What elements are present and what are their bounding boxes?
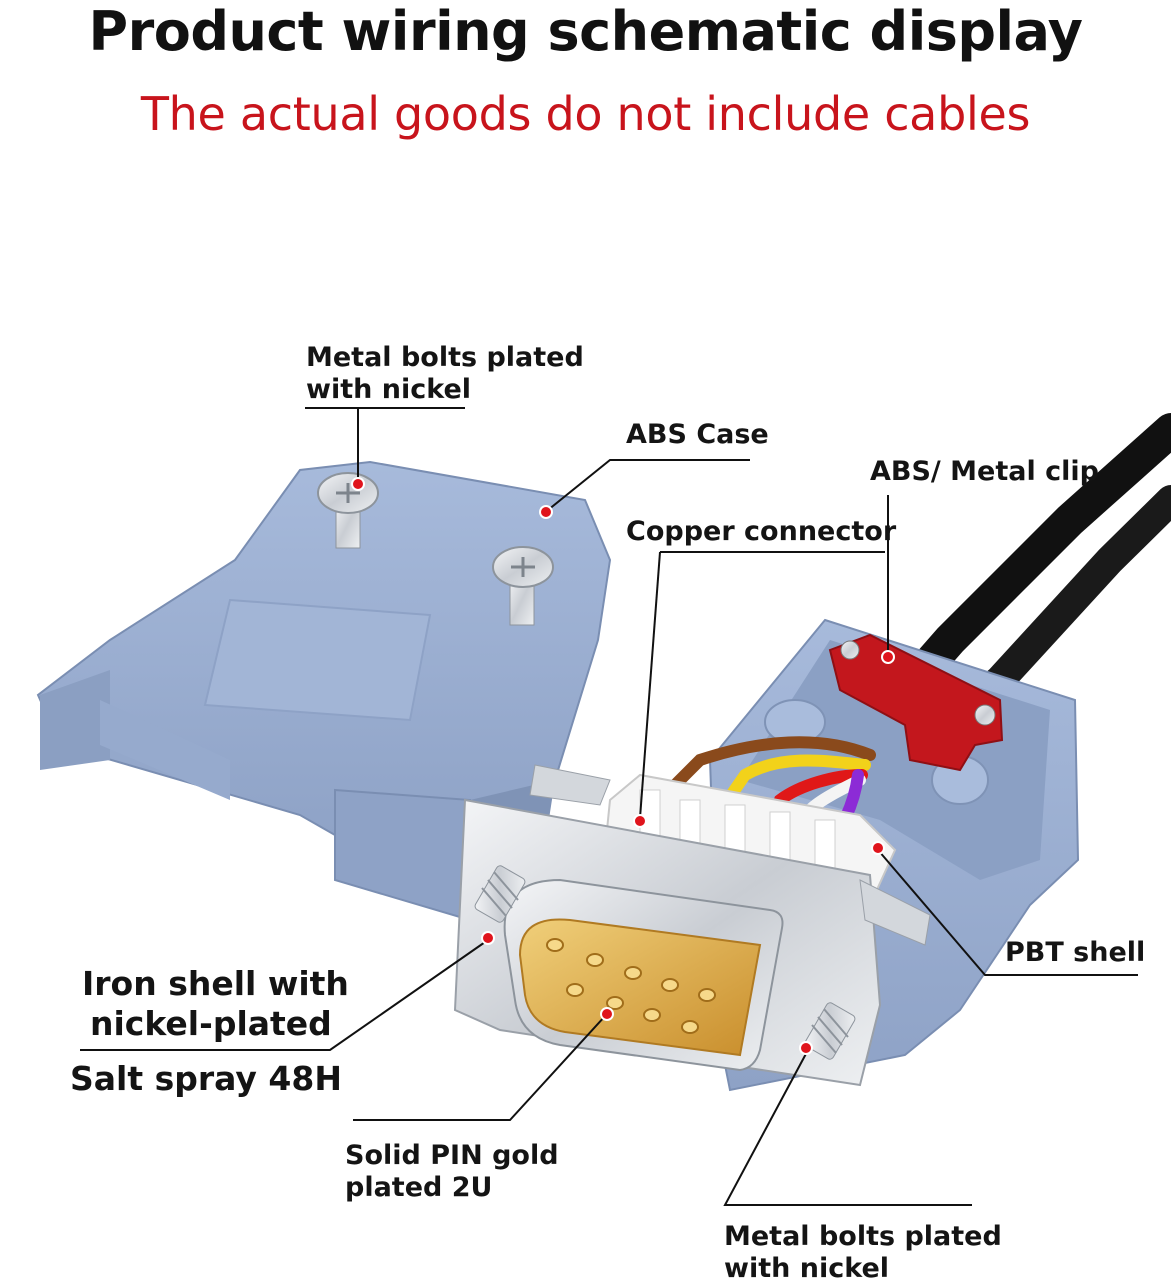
metal-clip <box>828 633 1004 772</box>
dsub-front <box>503 878 784 1072</box>
label-iron-shell-line1: Iron shell with <box>82 964 349 1003</box>
front-bolt-left <box>474 865 526 923</box>
gold-pins <box>546 938 716 1034</box>
callout-markers <box>351 477 895 1055</box>
label-abs-case: ABS Case <box>626 419 769 450</box>
label-top-bolts-line2: with nickel <box>306 374 472 405</box>
page-title: Product wiring schematic display <box>88 0 1083 63</box>
label-solid-pin-line2: plated 2U <box>345 1172 493 1203</box>
label-abs-metal-clip: ABS/ Metal clip <box>870 456 1099 487</box>
front-bolt-right <box>804 1002 856 1060</box>
label-pbt-shell: PBT shell <box>1005 937 1146 968</box>
label-copper-connector: Copper connector <box>626 516 897 547</box>
label-bottom-bolts-line2: with nickel <box>724 1253 890 1284</box>
label-iron-shell-line2: nickel-plated <box>90 1004 332 1043</box>
label-bottom-bolts-line1: Metal bolts plated <box>724 1221 1002 1252</box>
label-solid-pin-line1: Solid PIN gold <box>345 1140 559 1171</box>
label-salt-spray: Salt spray 48H <box>70 1059 342 1098</box>
leader-lines <box>80 407 1138 1206</box>
page-subtitle: The actual goods do not include cables <box>140 87 1031 141</box>
abs-case-lid <box>36 460 612 922</box>
label-top-bolts-line1: Metal bolts plated <box>306 342 584 373</box>
lid-bolt-right <box>492 546 554 626</box>
